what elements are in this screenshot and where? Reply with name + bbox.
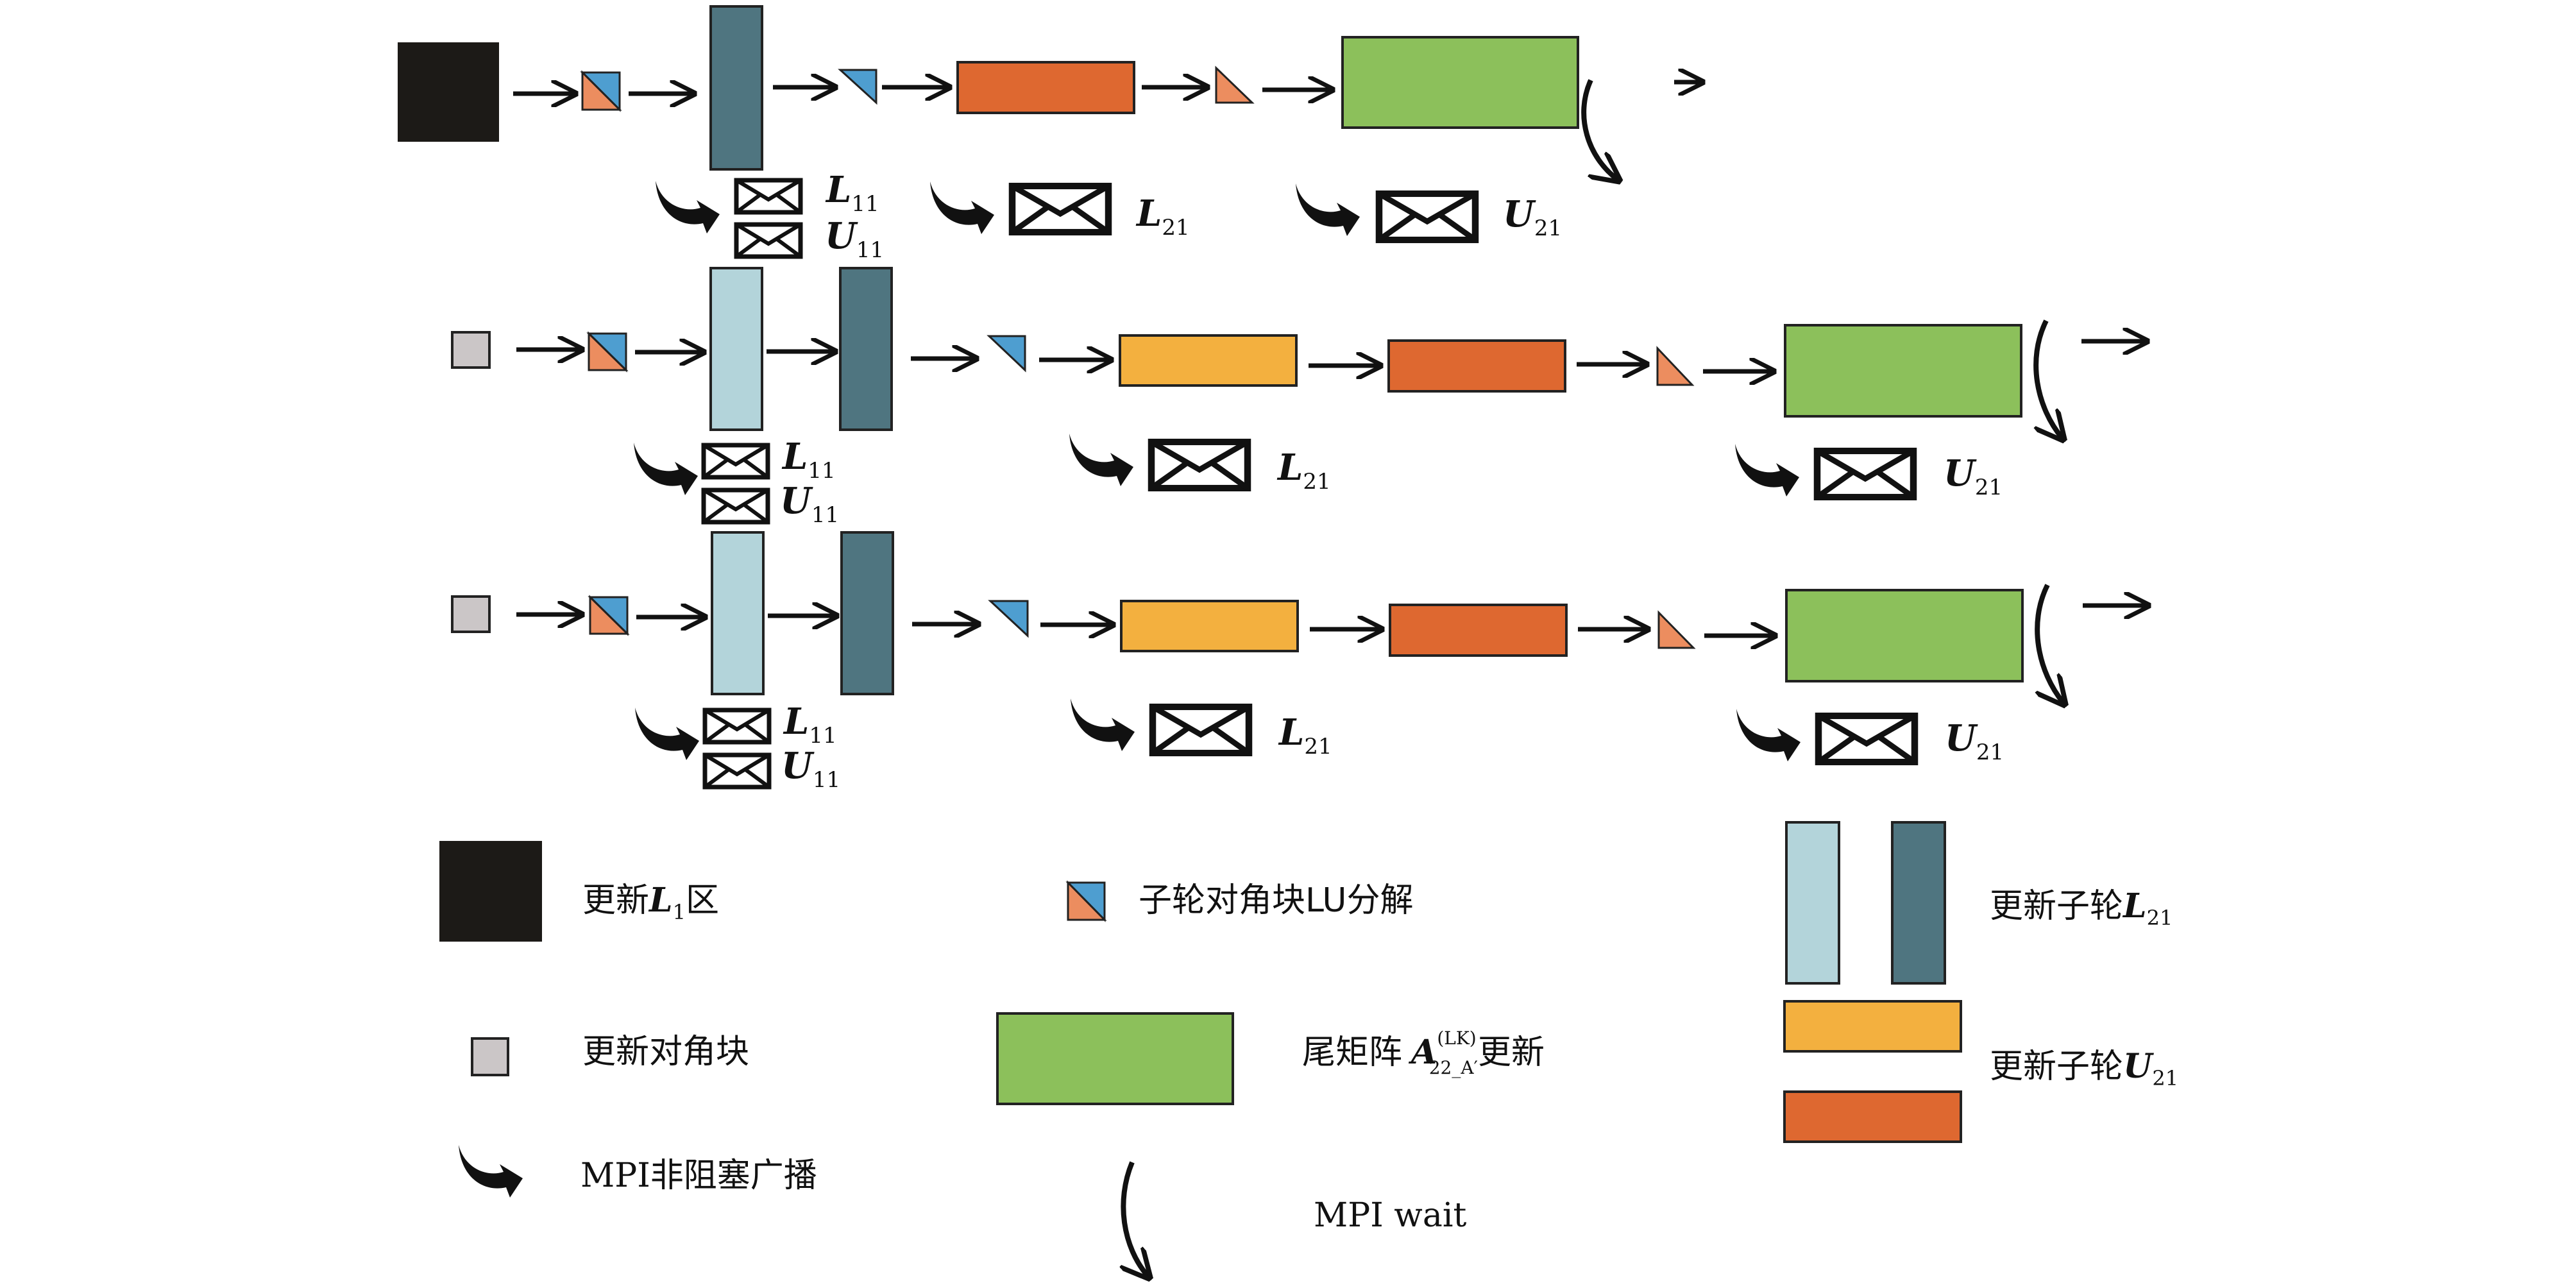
label-L21: L21 bbox=[1135, 192, 1190, 241]
envelope-icon bbox=[1818, 716, 1915, 762]
label-U11: U11 bbox=[780, 480, 839, 528]
envelope-icon bbox=[736, 180, 801, 212]
envelope-icon bbox=[1151, 442, 1248, 488]
trailing-matrix-block bbox=[1341, 36, 1579, 129]
label-U11: U11 bbox=[825, 215, 884, 263]
u21-yellow-block bbox=[1120, 600, 1299, 652]
legend-update-diag-label: 更新对角块 bbox=[582, 1033, 749, 1071]
envelope-icon bbox=[705, 710, 769, 742]
legend-l21-dark-swatch bbox=[1891, 821, 1946, 985]
legend-diag-update-swatch bbox=[471, 1037, 509, 1076]
diag-update-block bbox=[451, 331, 491, 369]
legend-trailing-swatch bbox=[996, 1012, 1234, 1105]
legend-mpi-wait-label: MPI wait bbox=[1314, 1196, 1466, 1235]
label-L11: L11 bbox=[825, 169, 879, 217]
diag-lu-block bbox=[580, 70, 622, 112]
envelope-icon bbox=[704, 445, 768, 477]
curved-arrow-icon bbox=[635, 708, 699, 760]
wait-arrow-icon bbox=[2033, 319, 2062, 438]
curved-arrow-icon bbox=[1736, 709, 1801, 761]
envelope-icon bbox=[1012, 186, 1108, 232]
u21-orange-block bbox=[1387, 339, 1566, 393]
wait-arrow-icon bbox=[1581, 79, 1618, 180]
l21-dark-block bbox=[840, 531, 894, 695]
legend-mpi-bcast-label: MPI非阻塞广播 bbox=[580, 1157, 817, 1195]
trailing-matrix-block bbox=[1785, 589, 2024, 682]
legend-diag-lu-swatch bbox=[1065, 880, 1107, 922]
legend-u21-orange-swatch bbox=[1783, 1090, 1962, 1143]
legend-update-L1-label: 更新L1区 bbox=[582, 881, 719, 924]
label-U21: U21 bbox=[1945, 717, 2004, 765]
diag-lu-block bbox=[586, 331, 629, 373]
l21-dark-block bbox=[839, 267, 893, 431]
u21-orange-block bbox=[1389, 604, 1568, 657]
legend-diag-lu-label: 子轮对角块LU分解 bbox=[1139, 881, 1413, 920]
legend-update-u21-label: 更新子轮U21 bbox=[1990, 1047, 2178, 1090]
label-U21: U21 bbox=[1944, 452, 2003, 500]
envelope-icon bbox=[736, 225, 801, 257]
curved-arrow-icon bbox=[1071, 699, 1135, 751]
update-L1-block bbox=[398, 42, 499, 142]
legend-update-l21-label: 更新子轮L21 bbox=[1990, 886, 2173, 930]
label-U11: U11 bbox=[781, 745, 840, 793]
l21-dark-block bbox=[709, 5, 763, 171]
l21-light-block bbox=[709, 267, 763, 431]
legend-wait-arrow-icon bbox=[1123, 1161, 1148, 1276]
envelope-icon bbox=[705, 755, 769, 787]
envelope-icon bbox=[1153, 707, 1249, 753]
pipeline-row-3: L11 U11 L21 U21 bbox=[451, 531, 2147, 793]
label-L21: L21 bbox=[1278, 711, 1332, 759]
label-L11: L11 bbox=[783, 700, 837, 749]
legend-curved-arrow-icon bbox=[459, 1145, 523, 1198]
curved-arrow-icon bbox=[634, 443, 698, 495]
curved-arrow-icon bbox=[1296, 183, 1360, 236]
wait-arrow-icon bbox=[2035, 584, 2063, 703]
label-L11: L11 bbox=[781, 436, 836, 484]
label-L21: L21 bbox=[1276, 446, 1331, 495]
diag-update-block bbox=[451, 595, 491, 633]
l-triangle bbox=[987, 335, 1026, 373]
pipeline-row-2: L11 U11 L21 U21 bbox=[451, 267, 2146, 528]
curved-arrow-icon bbox=[656, 181, 720, 233]
pipeline-row-1: L11 U11 L21 U21 bbox=[398, 5, 1701, 263]
trailing-matrix-block bbox=[1784, 324, 2022, 418]
u-triangle bbox=[1657, 610, 1696, 649]
envelope-icon bbox=[1379, 194, 1475, 240]
u-triangle bbox=[1215, 65, 1255, 104]
curved-arrow-icon bbox=[930, 182, 994, 234]
diag-lu-block bbox=[588, 595, 630, 636]
legend-l21-light-swatch bbox=[1785, 821, 1840, 985]
curved-arrow-icon bbox=[1735, 444, 1799, 496]
label-U21: U21 bbox=[1503, 193, 1562, 241]
u21-yellow-block bbox=[1119, 334, 1298, 387]
legend-update-L1-swatch bbox=[439, 841, 542, 942]
l21-light-block bbox=[711, 531, 765, 695]
u-triangle bbox=[1656, 346, 1695, 386]
l-triangle bbox=[838, 69, 877, 105]
u21-orange-block bbox=[956, 61, 1135, 114]
legend-u21-yellow-swatch bbox=[1783, 1000, 1962, 1053]
curved-arrow-icon bbox=[1069, 434, 1133, 486]
envelope-icon bbox=[1817, 451, 1913, 497]
l-triangle bbox=[988, 600, 1029, 638]
envelope-icon bbox=[704, 490, 768, 522]
